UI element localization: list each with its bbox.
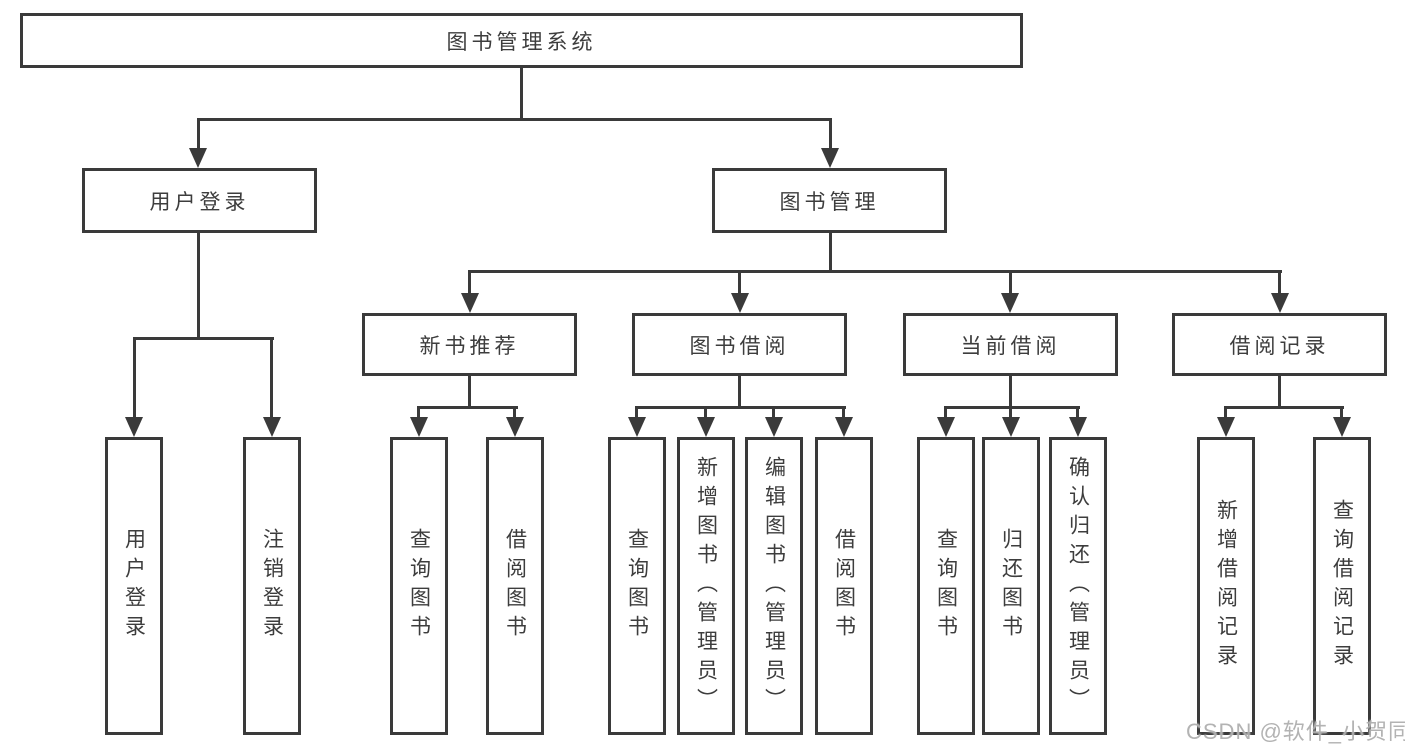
node-current-borrowing: 当前借阅 — [903, 313, 1118, 376]
node-book-borrowing-label: 图书借阅 — [689, 334, 790, 358]
connector-arrowhead — [125, 417, 143, 437]
leaf-return-books-label: 归还图书 — [999, 528, 1023, 644]
connector-line — [772, 406, 775, 419]
leaf-edit-books-admin: 编辑图书（管理员） — [745, 437, 803, 735]
connector-arrowhead — [1069, 417, 1087, 437]
leaf-query-borrow-record-label: 查询借阅记录 — [1330, 499, 1354, 673]
connector-line — [133, 337, 274, 340]
node-new-book-recommend-label: 新书推荐 — [419, 334, 520, 358]
connector-line — [738, 270, 741, 295]
connector-line — [417, 406, 420, 419]
connector-arrowhead — [765, 417, 783, 437]
connector-line — [133, 337, 136, 419]
connector-line — [197, 231, 200, 340]
node-borrowing-records: 借阅记录 — [1172, 313, 1387, 376]
node-root: 图书管理系统 — [20, 13, 1023, 68]
leaf-newbook-borrow-books: 借阅图书 — [486, 437, 544, 735]
leaf-borrow-query-books: 查询图书 — [608, 437, 666, 735]
connector-line — [1278, 270, 1281, 295]
leaf-return-books: 归还图书 — [982, 437, 1040, 735]
leaf-borrow-books-label: 借阅图书 — [832, 528, 856, 644]
node-new-book-recommend: 新书推荐 — [362, 313, 577, 376]
connector-arrowhead — [506, 417, 524, 437]
connector-arrowhead — [821, 148, 839, 168]
connector-line — [1340, 406, 1343, 419]
leaf-add-books-admin: 新增图书（管理员） — [677, 437, 735, 735]
connector-arrowhead — [263, 417, 281, 437]
leaf-query-borrow-record: 查询借阅记录 — [1313, 437, 1371, 735]
leaf-newbook-query-books-label: 查询图书 — [407, 528, 431, 644]
connector-line — [829, 118, 832, 151]
connector-line — [1009, 376, 1012, 409]
connector-line — [1009, 406, 1012, 419]
connector-line — [635, 406, 638, 419]
leaf-add-borrow-record: 新增借阅记录 — [1197, 437, 1255, 735]
leaf-current-query-books: 查询图书 — [917, 437, 975, 735]
leaf-add-borrow-record-label: 新增借阅记录 — [1214, 499, 1238, 673]
leaf-user-login: 用户登录 — [105, 437, 163, 735]
connector-line — [468, 270, 471, 295]
connector-line — [738, 376, 741, 409]
connector-arrowhead — [628, 417, 646, 437]
connector-arrowhead — [1271, 293, 1289, 313]
node-book-borrowing: 图书借阅 — [632, 313, 847, 376]
connector-arrowhead — [1217, 417, 1235, 437]
leaf-logout-label: 注销登录 — [260, 528, 284, 644]
node-user-login: 用户登录 — [82, 168, 317, 233]
node-current-borrowing-label: 当前借阅 — [960, 334, 1061, 358]
connector-line — [1076, 406, 1079, 419]
leaf-edit-books-admin-label: 编辑图书（管理员） — [762, 455, 786, 717]
connector-arrowhead — [189, 148, 207, 168]
leaf-confirm-return-admin: 确认归还（管理员） — [1049, 437, 1107, 735]
connector-line — [1009, 270, 1012, 295]
connector-arrowhead — [1002, 417, 1020, 437]
leaf-newbook-borrow-books-label: 借阅图书 — [503, 528, 527, 644]
connector-line — [468, 376, 471, 409]
leaf-logout: 注销登录 — [243, 437, 301, 735]
connector-arrowhead — [697, 417, 715, 437]
connector-line — [197, 118, 200, 151]
connector-line — [1278, 376, 1281, 409]
node-book-management-label: 图书管理 — [779, 190, 880, 214]
leaf-borrow-query-books-label: 查询图书 — [625, 528, 649, 644]
leaf-user-login-label: 用户登录 — [122, 528, 146, 644]
connector-arrowhead — [937, 417, 955, 437]
connector-line — [704, 406, 707, 419]
connector-arrowhead — [461, 293, 479, 313]
connector-line — [270, 337, 273, 419]
connector-arrowhead — [731, 293, 749, 313]
connector-line — [520, 66, 523, 121]
node-book-management: 图书管理 — [712, 168, 947, 233]
connector-line — [944, 406, 947, 419]
connector-line — [1224, 406, 1227, 419]
connector-arrowhead — [1001, 293, 1019, 313]
connector-line — [1225, 406, 1344, 409]
leaf-add-books-admin-label: 新增图书（管理员） — [694, 455, 718, 717]
connector-line — [636, 406, 846, 409]
connector-line — [945, 406, 1080, 409]
connector-line — [842, 406, 845, 419]
connector-line — [829, 231, 832, 273]
leaf-current-query-books-label: 查询图书 — [934, 528, 958, 644]
csdn-watermark: CSDN @软件_小贺同学 — [1186, 719, 1405, 744]
leaf-confirm-return-admin-label: 确认归还（管理员） — [1066, 455, 1090, 717]
connector-line — [469, 270, 1282, 273]
connector-line — [197, 118, 832, 121]
node-borrowing-records-label: 借阅记录 — [1229, 334, 1330, 358]
connector-arrowhead — [410, 417, 428, 437]
connector-line — [418, 406, 518, 409]
connector-arrowhead — [1333, 417, 1351, 437]
connector-line — [513, 406, 516, 419]
connector-arrowhead — [835, 417, 853, 437]
leaf-borrow-books: 借阅图书 — [815, 437, 873, 735]
leaf-newbook-query-books: 查询图书 — [390, 437, 448, 735]
node-root-label: 图书管理系统 — [446, 30, 597, 54]
node-user-login-label: 用户登录 — [149, 190, 250, 214]
